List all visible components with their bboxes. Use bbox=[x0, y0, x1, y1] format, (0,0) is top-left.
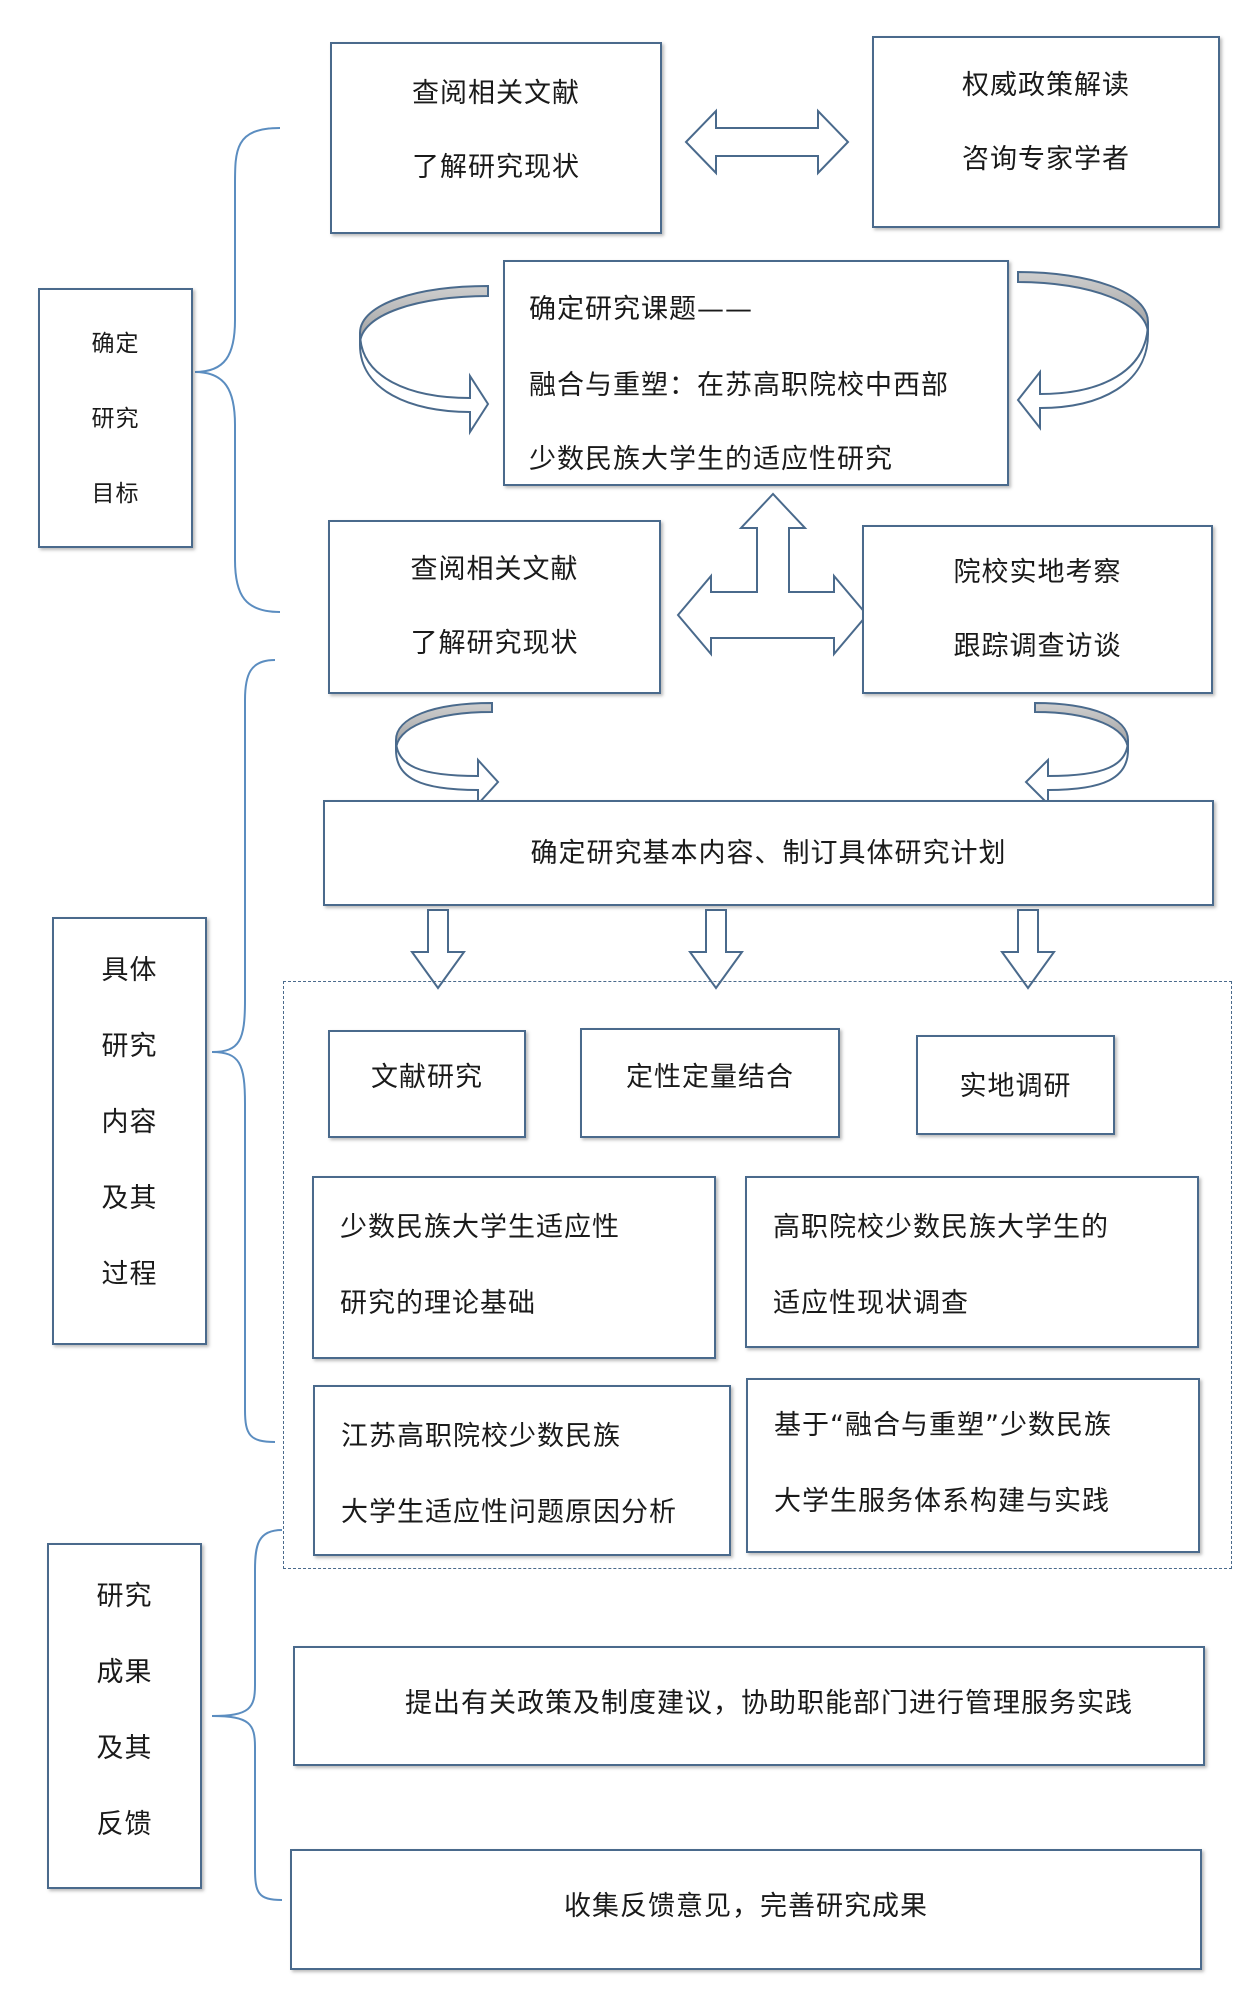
method-fieldwork-box: 实地调研 bbox=[916, 1035, 1115, 1135]
literature-review-line2: 了解研究现状 bbox=[412, 152, 580, 183]
literature-review-2-line1: 查阅相关文献 bbox=[410, 554, 579, 585]
content-label-line: 及其 bbox=[101, 1183, 158, 1214]
result-label-line: 研究 bbox=[96, 1581, 153, 1612]
curved-arrow-mid-right bbox=[1024, 701, 1129, 807]
feedback-text: 收集反馈意见，完善研究成果 bbox=[564, 1891, 928, 1922]
result-label-line: 成果 bbox=[96, 1657, 153, 1688]
method-fieldwork-text: 实地调研 bbox=[959, 1071, 1072, 1102]
content-label-line: 内容 bbox=[101, 1107, 158, 1138]
literature-review-line1: 查阅相关文献 bbox=[412, 78, 580, 109]
curved-arrow-left bbox=[359, 284, 490, 436]
content-brace bbox=[211, 659, 276, 1443]
down-arrow-2 bbox=[688, 909, 744, 990]
curved-arrow-mid-left bbox=[395, 701, 500, 807]
research-topic-box: 确定研究课题—— 融合与重塑：在苏高职院校中西部 少数民族大学生的适应性研究 bbox=[503, 260, 1009, 486]
content-dashed-frame bbox=[283, 981, 1232, 1569]
literature-review-box-2: 查阅相关文献 了解研究现状 bbox=[328, 520, 661, 694]
policy-expert-box: 权威政策解读 咨询专家学者 bbox=[872, 36, 1220, 228]
goal-label-box: 确定 研究 目标 bbox=[38, 288, 193, 548]
content-status-line1: 高职院校少数民族大学生的 bbox=[773, 1212, 1109, 1243]
content-theory-line1: 少数民族大学生适应性 bbox=[340, 1212, 620, 1243]
research-plan-box: 确定研究基本内容、制订具体研究计划 bbox=[323, 800, 1214, 906]
research-topic-line1: 确定研究课题—— bbox=[529, 294, 753, 325]
content-service-line1: 基于“融合与重塑”少数民族 bbox=[774, 1410, 1112, 1441]
content-label-box: 具体 研究 内容 及其 过程 bbox=[52, 917, 207, 1345]
content-theory-box: 少数民族大学生适应性 研究的理论基础 bbox=[312, 1176, 716, 1359]
feedback-box: 收集反馈意见，完善研究成果 bbox=[290, 1849, 1202, 1970]
result-label-line: 及其 bbox=[96, 1733, 153, 1764]
content-theory-line2: 研究的理论基础 bbox=[340, 1288, 536, 1319]
method-quant-qual-text: 定性定量结合 bbox=[626, 1062, 794, 1093]
content-label-line: 过程 bbox=[101, 1259, 158, 1290]
literature-review-2-line2: 了解研究现状 bbox=[410, 628, 579, 659]
t-arrow bbox=[676, 492, 869, 657]
method-literature-box: 文献研究 bbox=[328, 1030, 526, 1138]
goal-label-line: 目标 bbox=[91, 481, 140, 507]
curved-arrow-right bbox=[1016, 270, 1149, 431]
method-literature-text: 文献研究 bbox=[371, 1062, 483, 1093]
goal-brace bbox=[194, 127, 281, 613]
policy-expert-line1: 权威政策解读 bbox=[962, 70, 1130, 101]
research-topic-line2: 融合与重塑：在苏高职院校中西部 bbox=[529, 370, 949, 401]
research-topic-line3: 少数民族大学生的适应性研究 bbox=[529, 444, 893, 475]
content-service-line2: 大学生服务体系构建与实践 bbox=[774, 1486, 1110, 1517]
literature-review-box: 查阅相关文献 了解研究现状 bbox=[330, 42, 662, 234]
policy-suggestion-box: 提出有关政策及制度建议，协助职能部门进行管理服务实践 bbox=[293, 1646, 1205, 1766]
result-brace bbox=[211, 1529, 283, 1901]
field-survey-box: 院校实地考察 跟踪调查访谈 bbox=[862, 525, 1213, 694]
content-label-line: 具体 bbox=[101, 955, 158, 986]
content-status-line2: 适应性现状调查 bbox=[773, 1288, 969, 1319]
content-status-box: 高职院校少数民族大学生的 适应性现状调查 bbox=[745, 1176, 1199, 1348]
content-cause-line2: 大学生适应性问题原因分析 bbox=[341, 1497, 677, 1528]
field-survey-line1: 院校实地考察 bbox=[953, 557, 1122, 588]
down-arrow-3 bbox=[1000, 909, 1056, 990]
content-service-box: 基于“融合与重塑”少数民族 大学生服务体系构建与实践 bbox=[746, 1378, 1200, 1553]
result-label-box: 研究 成果 及其 反馈 bbox=[47, 1543, 202, 1889]
double-arrow-top bbox=[684, 108, 850, 176]
policy-expert-line2: 咨询专家学者 bbox=[962, 144, 1130, 175]
field-survey-line2: 跟踪调查访谈 bbox=[953, 631, 1122, 662]
content-label-line: 研究 bbox=[101, 1031, 158, 1062]
result-label-line: 反馈 bbox=[96, 1809, 153, 1840]
goal-label-line: 研究 bbox=[91, 406, 140, 432]
content-cause-box: 江苏高职院校少数民族 大学生适应性问题原因分析 bbox=[313, 1385, 731, 1556]
goal-label-line: 确定 bbox=[91, 331, 140, 357]
policy-suggestion-text: 提出有关政策及制度建议，协助职能部门进行管理服务实践 bbox=[405, 1688, 1133, 1719]
content-cause-line1: 江苏高职院校少数民族 bbox=[341, 1421, 621, 1452]
method-quant-qual-box: 定性定量结合 bbox=[580, 1028, 840, 1138]
down-arrow-1 bbox=[410, 909, 466, 990]
research-plan-text: 确定研究基本内容、制订具体研究计划 bbox=[530, 838, 1007, 869]
